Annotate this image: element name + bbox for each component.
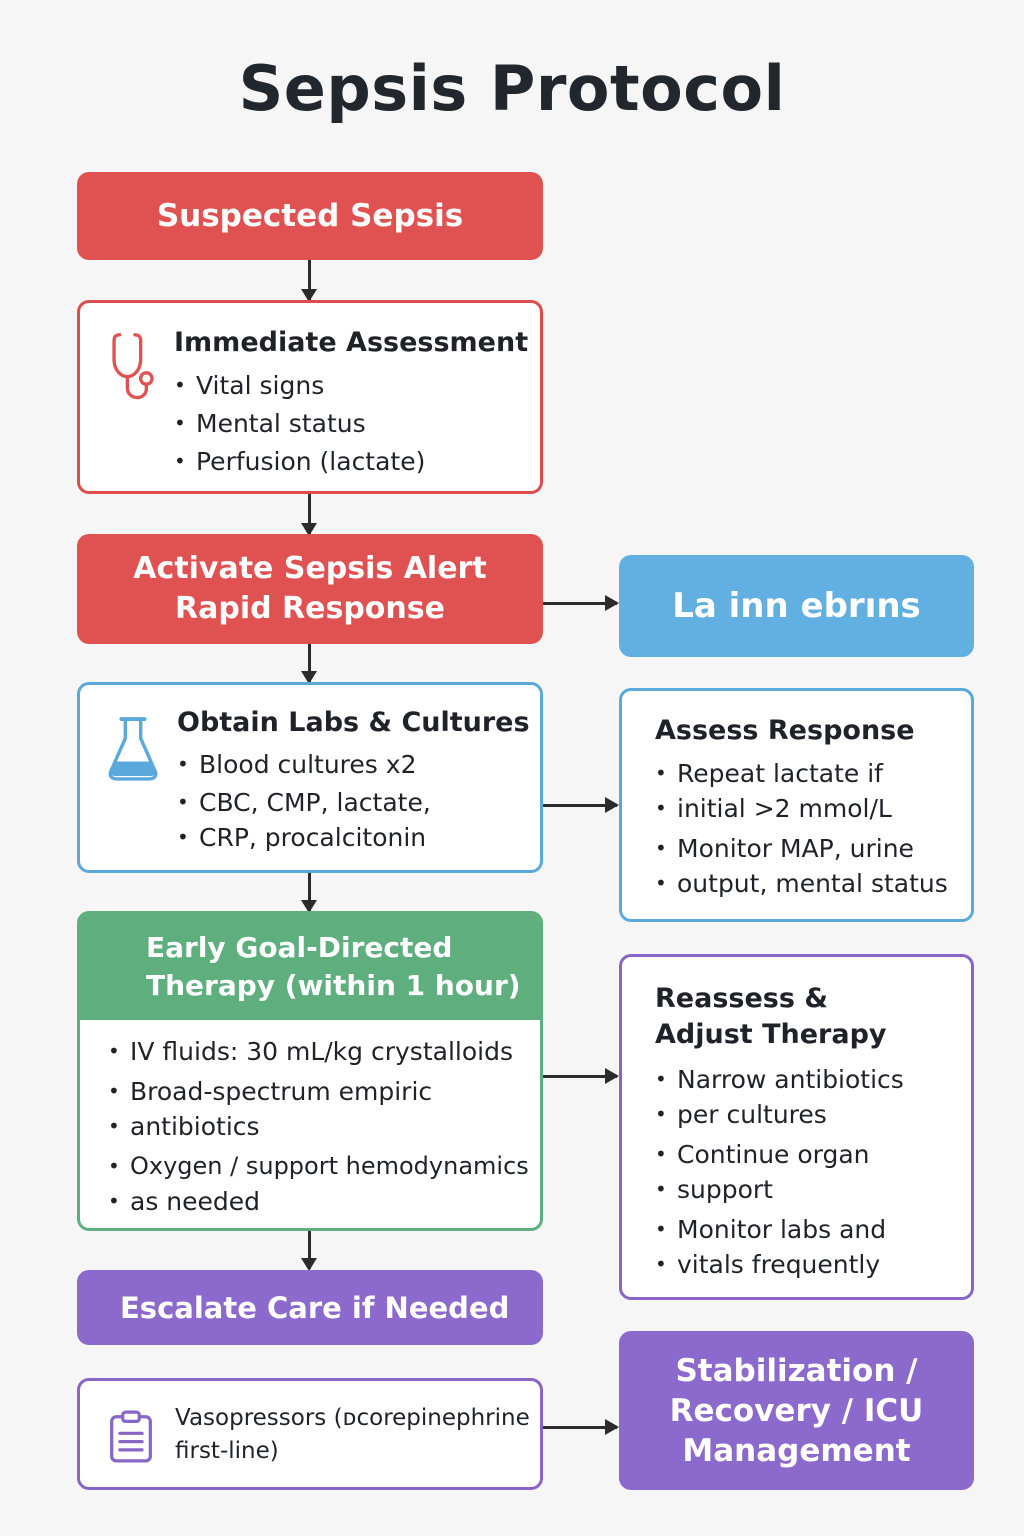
list-item: Broad-spectrum empiric xyxy=(108,1074,529,1109)
side-alert-node: La inn ebrıns xyxy=(619,555,974,657)
sepsis-alert-line2: Rapid Response xyxy=(175,591,445,626)
stabilization-node: Stabilization / Recovery / ICU Managemen… xyxy=(619,1331,974,1490)
suspected-sepsis-label: Suspected Sepsis xyxy=(156,198,464,234)
list-item-continuation: initial >2 mmol/L xyxy=(655,791,948,826)
sepsis-alert-line1: Activate Sepsis Alert xyxy=(133,551,487,586)
egdt-header-line2: Therapy (within 1 hour) xyxy=(146,969,521,1002)
list-item-continuation: support xyxy=(655,1172,904,1207)
escalate-care-label: Escalate Care if Needed xyxy=(120,1290,510,1325)
reassess-node: Reassess & Adjust Therapy Narrow antibio… xyxy=(619,954,974,1300)
suspected-sepsis-node: Suspected Sepsis xyxy=(77,172,543,260)
list-item-continuation: as needed xyxy=(108,1184,529,1219)
vasopressors-node: Vasopressors (ᴅcorepinephrine first-line… xyxy=(77,1378,543,1490)
list-item-continuation: output, mental status xyxy=(655,866,948,901)
vasopressors-line1: Vasopressors (ᴅcorepinephrine xyxy=(175,1405,530,1431)
stabilization-line3: Management xyxy=(682,1432,911,1469)
list-item: Continue organ xyxy=(655,1137,904,1172)
stabilization-line1: Stabilization / xyxy=(675,1352,918,1389)
arrow-suspected-to-assessment xyxy=(301,260,317,302)
egdt-list: IV fluids: 30 mL/kg crystalloids Broad-s… xyxy=(108,1034,529,1219)
list-item: Blood cultures x2 xyxy=(177,747,431,782)
assessment-list: Vital signs Mental status Perfusion (lac… xyxy=(174,368,425,479)
immediate-assessment-heading: Immediate Assessment xyxy=(174,327,529,358)
list-item-continuation: antibiotics xyxy=(108,1109,529,1144)
page-title: Sepsis Protocol xyxy=(238,52,786,125)
labs-heading: Obtain Labs & Cultures xyxy=(177,707,530,738)
reassess-list: Narrow antibiotics per cultures Continue… xyxy=(655,1062,904,1282)
stabilization-line2: Recovery / ICU xyxy=(669,1392,924,1429)
escalate-care-node: Escalate Care if Needed xyxy=(77,1270,543,1345)
egdt-header-line1: Early Goal-Directed xyxy=(146,931,453,964)
arrow-labs-to-assess xyxy=(543,797,619,813)
arrow-alert-to-side xyxy=(543,595,619,611)
list-item: Monitor MAP, urine xyxy=(655,831,948,866)
list-item-continuation: vitals frequently xyxy=(655,1247,904,1282)
list-item: CBC, CMP, lactate, xyxy=(177,785,431,820)
egdt-node: Early Goal-Directed Therapy (within 1 ho… xyxy=(77,911,543,1231)
assess-response-heading: Assess Response xyxy=(655,715,915,746)
list-item-continuation: per cultures xyxy=(655,1097,904,1132)
assess-response-list: Repeat lactate if initial >2 mmol/L Moni… xyxy=(655,756,948,901)
flask-icon xyxy=(108,717,158,781)
arrow-assessment-to-alert xyxy=(301,494,317,536)
list-item-continuation: CRP, procalcitonin xyxy=(177,820,431,855)
vasopressors-line2: first-line) xyxy=(175,1438,279,1464)
list-item: Monitor labs and xyxy=(655,1212,904,1247)
stethoscope-icon xyxy=(112,333,154,400)
egdt-header: Early Goal-Directed Therapy (within 1 ho… xyxy=(80,914,540,1020)
arrow-labs-to-egdt xyxy=(301,873,317,913)
assess-response-node: Assess Response Repeat lactate if initia… xyxy=(619,688,974,922)
arrow-egdt-to-escalate xyxy=(301,1231,317,1271)
side-alert-label: La inn ebrıns xyxy=(672,586,921,626)
reassess-heading-line2: Adjust Therapy xyxy=(655,1019,887,1050)
list-item: IV fluids: 30 mL/kg crystalloids xyxy=(108,1034,529,1069)
list-item: Repeat lactate if xyxy=(655,756,948,791)
reassess-heading-line1: Reassess & xyxy=(655,983,828,1014)
list-item: Mental status xyxy=(174,406,425,441)
list-item: Oxygen / support hemodynamics xyxy=(108,1149,529,1184)
labs-cultures-node: Obtain Labs & Cultures Blood cultures x2… xyxy=(77,682,543,873)
list-item: Perfusion (lactate) xyxy=(174,444,425,479)
list-item: Vital signs xyxy=(174,368,425,403)
arrow-alert-to-labs xyxy=(301,644,317,684)
arrow-egdt-to-reassess xyxy=(543,1068,619,1084)
sepsis-alert-node: Activate Sepsis Alert Rapid Response xyxy=(77,534,543,644)
list-item: Narrow antibiotics xyxy=(655,1062,904,1097)
labs-list: Blood cultures x2 CBC, CMP, lactate, CRP… xyxy=(177,747,431,855)
arrow-vaso-to-stabilization xyxy=(543,1419,619,1435)
clipboard-icon xyxy=(110,1410,152,1463)
immediate-assessment-node: Immediate Assessment Vital signs Mental … xyxy=(77,300,543,494)
